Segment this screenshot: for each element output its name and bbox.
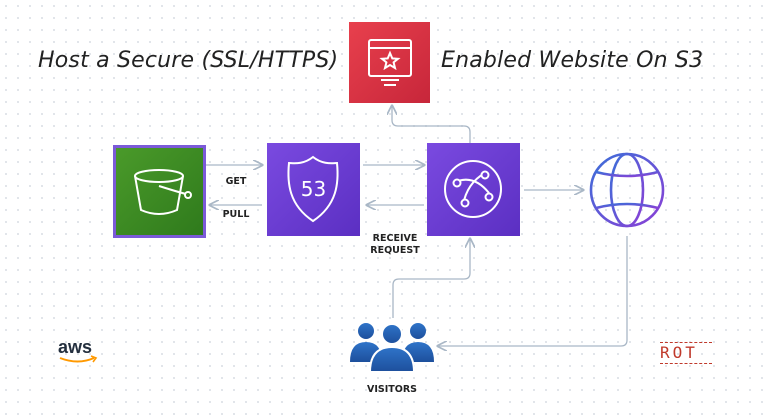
cloudfront-box: [427, 143, 520, 236]
aws-smile-icon: [59, 355, 98, 363]
get-label: GET: [225, 176, 247, 187]
aws-logo: aws: [58, 338, 100, 366]
rot-logo-text: ROT: [660, 342, 712, 364]
cloudfront-icon: [444, 160, 502, 218]
visitors-users-icon: [350, 323, 434, 373]
route53-box: 53: [267, 143, 360, 236]
pull-label: PULL: [222, 209, 250, 220]
rot-logo: ROT: [660, 342, 712, 366]
certificate-manager-box: [349, 22, 430, 103]
bucket-icon: [134, 169, 192, 215]
receive-request-label: RECEIVE REQUEST: [360, 233, 430, 257]
route53-shield-icon: [287, 155, 339, 223]
diagram-title-left: Host a Secure (SSL/HTTPS): [38, 48, 339, 73]
arrow-cloudfront-to-acm: [392, 106, 471, 144]
certificate-icon: [368, 39, 412, 86]
arrow-visitors-to-cloudfront: [392, 239, 470, 318]
aws-logo-text: aws: [58, 337, 93, 357]
visitors-label: VISITORS: [367, 384, 417, 395]
arrow-internet-to-visitors: [438, 236, 628, 346]
receive-text: RECEIVE: [372, 233, 418, 244]
internet-globe-icon: [589, 152, 665, 228]
diagram-title-right: Enabled Website On S3: [441, 48, 704, 73]
route53-number: 53: [300, 177, 327, 201]
request-text: REQUEST: [370, 245, 420, 256]
s3-bucket-box: [113, 145, 206, 238]
